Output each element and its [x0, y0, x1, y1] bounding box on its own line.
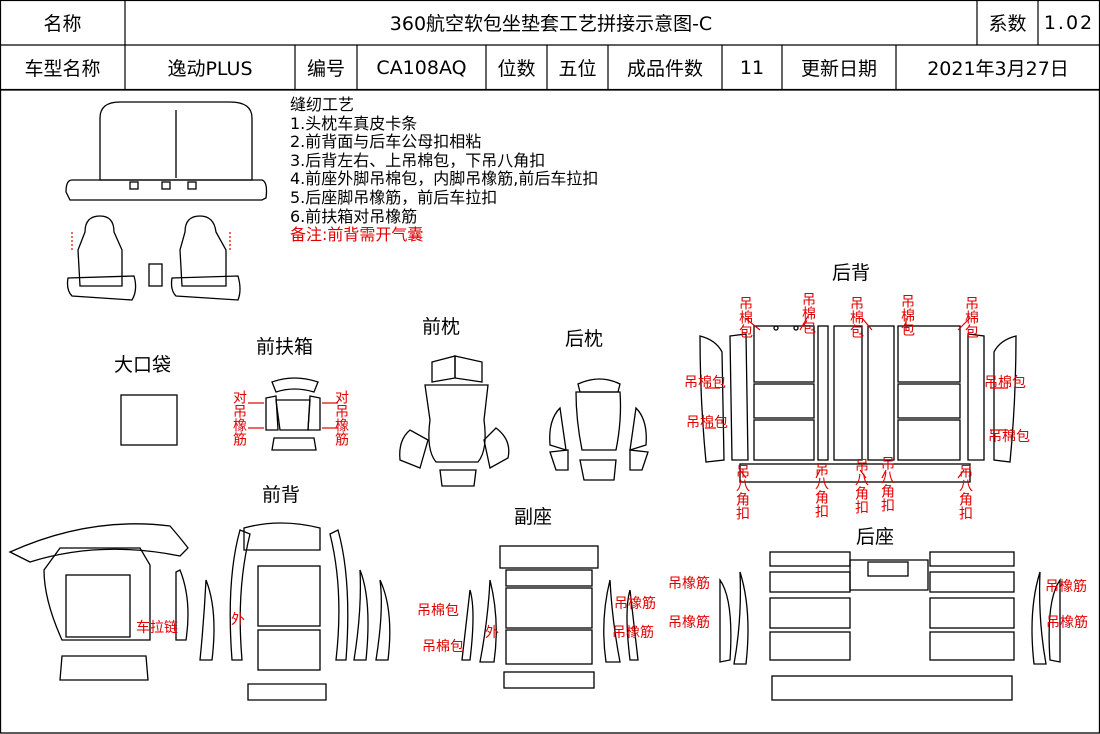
seats-label: 位数 [497, 58, 536, 80]
annot-hang-cotton: 吊棉包 [684, 375, 726, 391]
passenger-seat-pieces [461, 545, 639, 689]
notes-remark: 备注:前背需开气囊 [290, 225, 424, 245]
label-rear-pillow: 后枕 [565, 328, 604, 350]
annot-hang-cotton: 吊棉包 [422, 639, 464, 655]
date-label: 更新日期 [800, 58, 877, 80]
notes-title: 缝纫工艺 [290, 95, 355, 114]
note-item: 4.前座外脚吊棉包，内脚吊橡筋,前后车拉扣 [290, 169, 599, 189]
header-table: 名称 360航空软包坐垫套工艺拼接示意图-C 系数 1.02 车型名称 逸动PL… [0, 0, 1100, 90]
pieces-value: 11 [739, 56, 765, 79]
note-item: 3.后背左右、上吊棉包，下吊八角扣 [290, 150, 546, 170]
rear-back-pieces [699, 325, 1017, 483]
note-item: 5.后座脚吊橡筋，前后车拉扣 [290, 187, 498, 207]
front-pillow-pieces [399, 355, 510, 487]
annot-hang-elastic: 吊橡筋 [668, 576, 710, 592]
annot-hang-octagon: 吊八角扣 [957, 464, 973, 520]
rear-bench-preview [65, 101, 268, 201]
annot-hang-cotton: 吊棉包 [988, 429, 1030, 445]
label-front-back: 前背 [262, 484, 301, 506]
note-item: 1.头枕车真皮卡条 [290, 113, 418, 133]
front-seats-preview [66, 215, 241, 301]
annot-outer: 外 [231, 612, 245, 628]
annot-pair-hang-elastic-left: 对吊橡筋 [231, 390, 247, 446]
annot-hang-octagon: 吊八角扣 [853, 458, 869, 514]
label-front-pillow: 前枕 [422, 316, 461, 338]
annot-hang-elastic: 吊橡筋 [1046, 615, 1088, 631]
front-back-pieces [8, 522, 391, 701]
annot-hang-elastic: 吊橡筋 [612, 625, 654, 641]
rear-seat-pieces [719, 551, 1061, 701]
annot-hang-cotton: 吊棉包 [899, 294, 915, 336]
code-value: CA108AQ [376, 56, 467, 79]
label-rear-seat: 后座 [856, 526, 895, 548]
note-item: 6.前扶箱对吊橡筋 [290, 206, 418, 226]
annot-hang-octagon: 吊八角扣 [879, 456, 895, 512]
annot-hang-cotton: 吊棉包 [800, 292, 816, 334]
annot-hang-elastic: 吊橡筋 [614, 596, 656, 612]
annot-hang-octagon: 吊八角扣 [734, 464, 750, 520]
annot-hang-cotton: 吊棉包 [984, 375, 1026, 391]
seats-value: 五位 [558, 58, 597, 80]
annot-hang-elastic: 吊橡筋 [1045, 579, 1087, 595]
label-rear-back: 后背 [832, 262, 871, 284]
name-label: 名称 [43, 13, 82, 35]
label-front-armrest: 前扶箱 [256, 336, 314, 358]
annot-hang-cotton: 吊棉包 [737, 296, 753, 338]
model-label: 车型名称 [24, 58, 101, 80]
front-armrest-pieces [265, 377, 321, 451]
coef-label: 系数 [988, 13, 1027, 35]
big-pocket-piece [120, 394, 178, 446]
sewing-notes: 缝纫工艺 1.头枕车真皮卡条 2.前背面与后车公母扣相粘 3.后背左右、上吊棉包… [290, 95, 599, 245]
date-value: 2021年3月27日 [927, 58, 1069, 80]
annot-pair-hang-elastic-right: 对吊橡筋 [333, 390, 349, 446]
annot-hang-elastic: 吊橡筋 [668, 615, 710, 631]
document-title: 360航空软包坐垫套工艺拼接示意图-C [389, 13, 713, 35]
annot-outer: 外 [485, 625, 499, 641]
annot-hang-octagon: 吊八角扣 [813, 462, 829, 518]
rear-pillow-pieces [549, 378, 649, 481]
coef-value: 1.02 [1043, 11, 1095, 34]
label-big-pocket: 大口袋 [114, 354, 172, 376]
label-passenger-seat: 副座 [514, 506, 553, 528]
annot-hang-cotton: 吊棉包 [963, 296, 979, 338]
annot-hang-cotton: 吊棉包 [417, 603, 459, 619]
code-label: 编号 [306, 58, 345, 80]
annot-car-zipper: 车拉链 [136, 620, 178, 636]
model-value: 逸动PLUS [167, 58, 253, 80]
annot-hang-cotton: 吊棉包 [686, 415, 728, 431]
pieces-label: 成品件数 [626, 58, 703, 80]
annot-hang-cotton: 吊棉包 [848, 296, 864, 338]
note-item: 2.前背面与后车公母扣相粘 [290, 132, 482, 152]
